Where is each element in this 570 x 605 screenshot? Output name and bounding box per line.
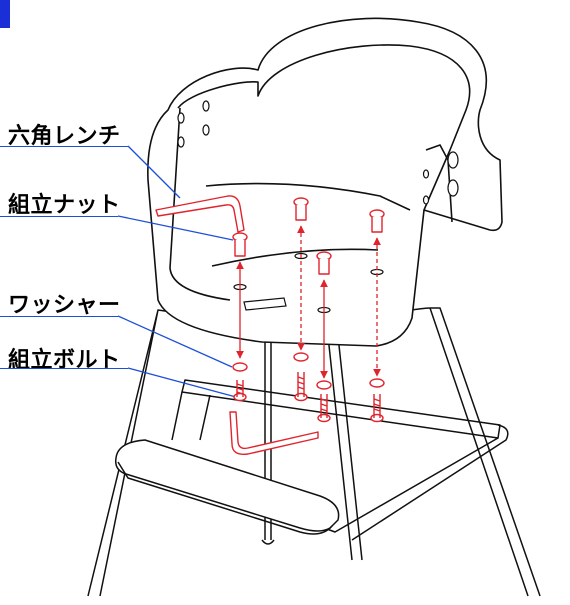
leader-assembly-nut xyxy=(117,215,234,241)
rule-assembly-nut xyxy=(0,216,118,217)
assembly-nut-2 xyxy=(293,197,309,221)
leader-lines xyxy=(117,145,237,398)
footrest xyxy=(114,439,340,535)
washer-1 xyxy=(232,362,248,372)
leader-hex-wrench xyxy=(127,145,181,199)
label-hex-wrench: 六角レンチ xyxy=(8,124,121,149)
leader-washer xyxy=(117,315,233,368)
center-leg xyxy=(327,335,363,561)
front-right-leg xyxy=(429,307,541,597)
washer-2 xyxy=(293,352,309,362)
leader-assembly-bolt xyxy=(127,367,237,398)
assembly-bolt-2 xyxy=(294,372,308,402)
washer-3 xyxy=(316,380,332,390)
label-washer: ワッシャー xyxy=(8,293,121,318)
rule-hex-wrench xyxy=(0,146,128,147)
washer-4 xyxy=(369,378,385,388)
hardware xyxy=(155,195,385,455)
rule-assembly-bolt xyxy=(0,368,128,369)
assembly-nut-1 xyxy=(232,232,248,257)
assembly-bolt-1 xyxy=(233,380,247,402)
hex-wrench-upper xyxy=(155,195,245,233)
foot-frame-back xyxy=(181,379,501,439)
assembly-arrows xyxy=(236,225,381,379)
assembly-bolt-3 xyxy=(317,394,331,423)
rule-washer xyxy=(0,316,118,317)
section-marker xyxy=(0,0,10,28)
assembly-nut-4 xyxy=(369,209,385,233)
label-assembly-nut: 組立ナット xyxy=(8,193,121,218)
hex-wrench-lower xyxy=(229,411,319,455)
assembly-nut-3 xyxy=(316,251,332,275)
assembly-bolt-4 xyxy=(370,394,384,423)
